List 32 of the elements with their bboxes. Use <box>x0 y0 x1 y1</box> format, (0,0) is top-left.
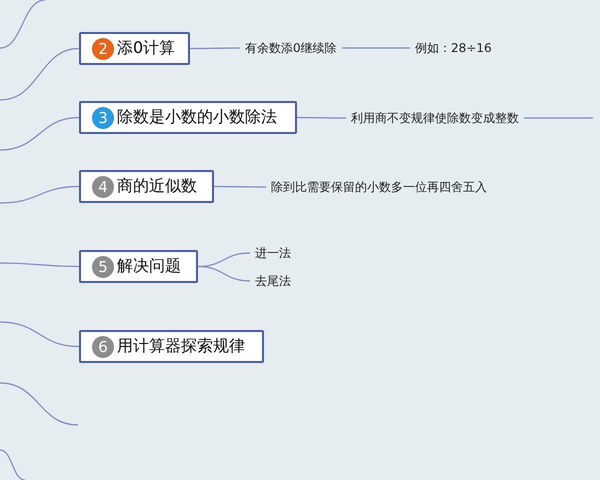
subtopic-text: 利用商不变规律使除数变成整数 <box>351 110 519 126</box>
subtopic-text: 例如：28÷16 <box>415 40 492 56</box>
topic-label: 解决问题 <box>117 256 181 277</box>
topic-label: 除数是小数的小数除法 <box>117 107 277 128</box>
topic-box <box>79 330 264 363</box>
connector-line <box>0 186 80 204</box>
connector-line <box>0 48 80 101</box>
topic-box <box>79 101 297 134</box>
number-badge: 6 <box>92 336 114 358</box>
connector-line <box>524 117 593 119</box>
number-badge: 3 <box>92 106 114 128</box>
subtopic-text: 有余数添0继续除 <box>245 40 337 56</box>
connector-line <box>214 186 266 188</box>
subtopic-text: 除到比需要保留的小数多一位再四舍五入 <box>271 178 487 196</box>
topic-box <box>79 170 214 203</box>
connector-line <box>0 321 80 348</box>
topic-box <box>79 250 198 283</box>
number-badge: 4 <box>92 176 114 198</box>
connector-line <box>342 47 410 49</box>
connector-line <box>0 262 79 268</box>
topic-box <box>79 32 190 65</box>
connector-line <box>297 116 346 119</box>
topic-label: 用计算器探索规律 <box>117 336 245 357</box>
number-badge: 2 <box>92 38 114 60</box>
connector-line <box>190 47 240 50</box>
topic-label: 商的近似数 <box>117 176 197 197</box>
connector-line <box>198 266 250 282</box>
subtopic-text: 去尾法 <box>255 272 291 290</box>
topic-label: 添0计算 <box>117 38 176 59</box>
subtopic-text: 进一法 <box>255 244 291 262</box>
connector-line <box>0 116 80 151</box>
number-badge: 5 <box>92 256 114 278</box>
